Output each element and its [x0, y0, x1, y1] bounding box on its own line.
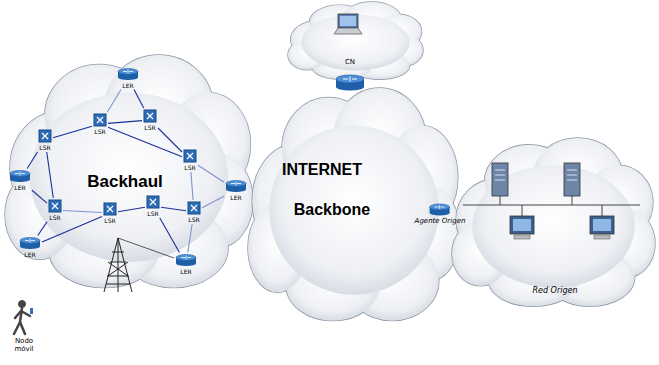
cloud-label: Backbone: [294, 201, 370, 219]
network-link: [134, 90, 144, 109]
ler-router: LER: [225, 180, 247, 201]
router-label: LSR: [39, 144, 50, 151]
lsr-switch: LSR: [183, 149, 197, 171]
lsr-switch-icon: [143, 109, 157, 123]
network-cloud: Red Origen: [452, 138, 655, 308]
lsr-switch-icon: [93, 113, 107, 127]
cloud-label: CN: [345, 58, 355, 66]
network-link: [191, 172, 193, 200]
antenna-tower: [104, 238, 174, 292]
network-link: [202, 196, 224, 208]
router-label: LSR: [94, 128, 105, 135]
ler-router-icon: [429, 203, 451, 216]
router-label: LSR: [104, 217, 115, 224]
router-label: LSR: [144, 124, 155, 131]
router-label: LSR: [49, 214, 60, 221]
lsr-switch-icon: [146, 195, 160, 209]
network-link: [27, 152, 37, 169]
agent-label: Agente Origen: [415, 217, 466, 225]
lsr-switch: LSR: [48, 199, 62, 221]
lsr-switch-icon: [183, 149, 197, 163]
lsr-switch-icon: [103, 202, 117, 216]
network-link: [118, 207, 145, 211]
network-link: [38, 222, 47, 236]
ler-router-icon: [175, 254, 197, 267]
ler-router: LER: [19, 237, 41, 258]
router-label: LSR: [184, 164, 195, 171]
lsr-switch-icon: [48, 199, 62, 213]
lsr-switch-icon: [187, 201, 201, 215]
ler-router-icon: [117, 68, 139, 81]
lsr-switch: LSR: [103, 202, 117, 224]
lan-bus: [463, 196, 640, 216]
router-icon: [336, 75, 364, 91]
cloud-label: Backhaul: [87, 172, 163, 192]
router-label: LER: [230, 194, 241, 201]
lsr-switch: LSR: [93, 113, 107, 135]
network-link: [198, 165, 224, 182]
mobile-person: [14, 301, 33, 335]
ler-router: LER: [117, 68, 139, 89]
home-agent-router: Agente Origen: [415, 203, 466, 225]
lsr-switch: LSR: [143, 109, 157, 131]
ler-router: LER: [175, 254, 197, 275]
network-link: [32, 190, 47, 203]
router-label: LSR: [188, 216, 199, 223]
network-link: [107, 90, 121, 113]
cloud-label: Red Origen: [533, 286, 578, 295]
router-label: LSR: [147, 210, 158, 217]
lsr-switch-icon: [38, 129, 52, 143]
network-link: [188, 224, 192, 253]
lsr-switch: LSR: [38, 129, 52, 151]
network-link: [160, 218, 180, 253]
lsr-switch: LSR: [146, 195, 160, 217]
server-icon: [492, 163, 580, 196]
ler-router-icon: [9, 170, 31, 183]
router-label: LER: [122, 82, 133, 89]
network-link: [53, 126, 92, 137]
ler-router-icon: [19, 237, 41, 250]
network-link: [42, 216, 102, 242]
pc-icon: [510, 216, 614, 239]
network-link: [108, 127, 182, 157]
ler-router-icon: [225, 180, 247, 193]
network-link: [108, 121, 142, 124]
free-label: Nodo móvil: [6, 338, 42, 353]
network-link: [63, 210, 102, 212]
cloud-shape: [452, 138, 655, 308]
laptop-icon: [334, 14, 362, 34]
network-link: [161, 207, 186, 211]
cloud-label: INTERNET: [282, 161, 362, 179]
network-cloud: BackhaulLERLSRLSRLSRLERLSRLERLSRLSRLSRLS…: [5, 55, 253, 290]
network-link: [47, 152, 54, 198]
lsr-switch: LSR: [187, 201, 201, 223]
router-label: LER: [24, 251, 35, 258]
router-label: LER: [14, 184, 25, 191]
network-cloud: INTERNET Backbone: [248, 88, 460, 323]
router-label: LER: [180, 268, 191, 275]
ler-router: LER: [9, 170, 31, 191]
